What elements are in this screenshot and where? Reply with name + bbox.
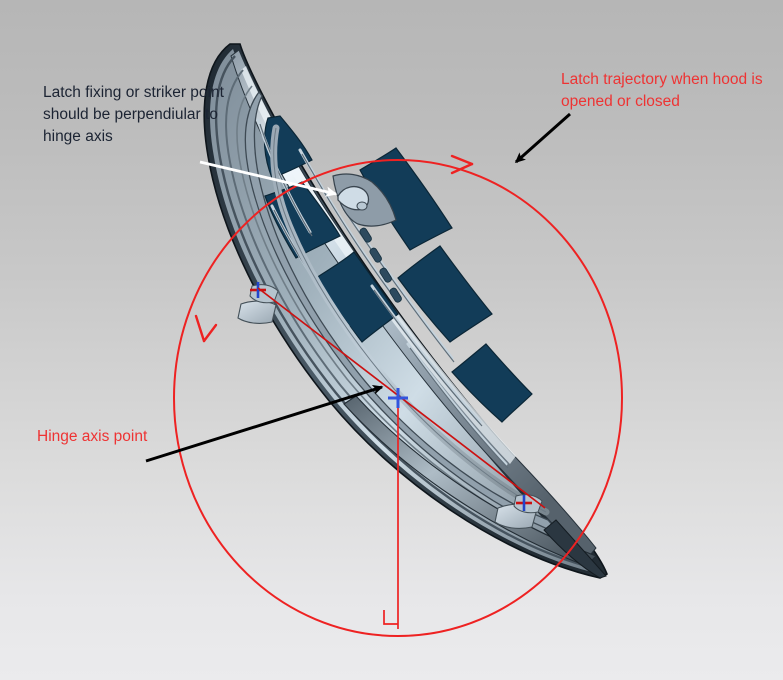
arc-direction-arrow-left <box>194 314 218 343</box>
leader-latch-striker <box>199 160 338 197</box>
annotation-hinge-axis-point: Hinge axis point <box>37 428 148 445</box>
leader-trajectory <box>514 112 571 164</box>
hinge-axis-marker-lower <box>516 495 532 511</box>
hood-tip <box>543 519 607 579</box>
leader-lines <box>145 112 571 463</box>
hinge-bracket-upper <box>237 282 279 324</box>
leader-hinge-axis-point <box>145 385 384 463</box>
hood-rim-step-1 <box>214 55 587 568</box>
hood-ribs-shadow <box>259 123 509 469</box>
hinge-axis-marker-upper <box>250 282 266 298</box>
latch-trajectory-circle <box>173 159 623 637</box>
annotation-latch-trajectory: Latch trajectory when hood is opened or … <box>561 71 763 110</box>
hinge-bracket-lower <box>494 494 543 529</box>
right-angle-symbol <box>383 610 398 625</box>
annotation-latch-striker: Latch fixing or striker point should be … <box>43 84 224 145</box>
latch-striker-assembly <box>332 173 397 227</box>
arc-direction-arrow-top <box>450 154 474 175</box>
hood-model <box>203 43 608 579</box>
hinge-axis-point-marker <box>388 388 408 408</box>
hood-inner-channel-line <box>273 127 547 513</box>
